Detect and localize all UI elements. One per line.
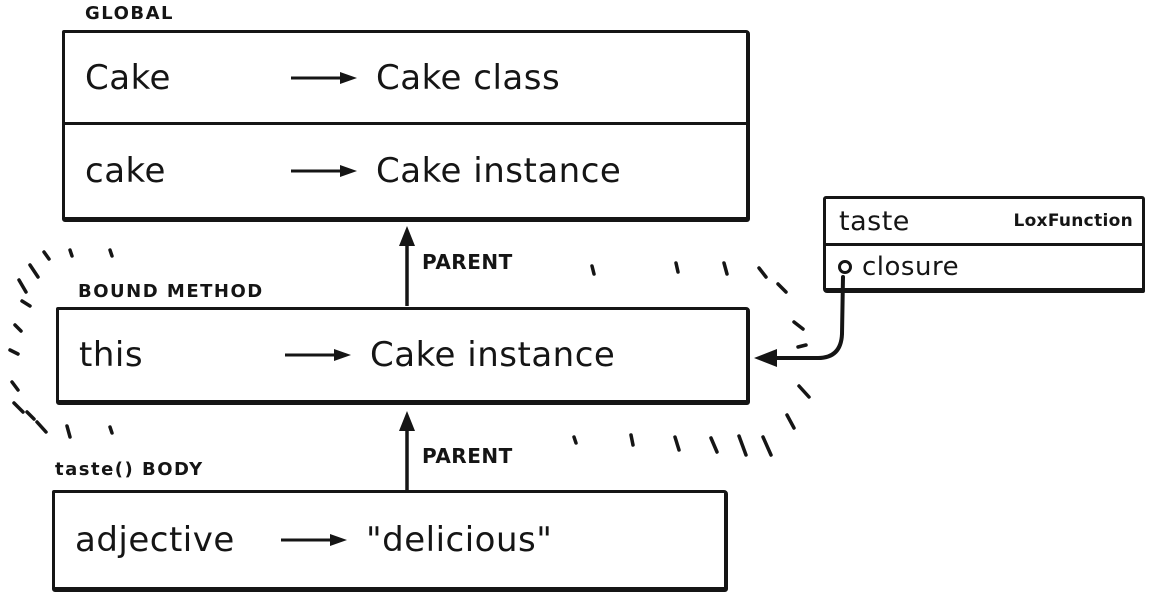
parent-arrow [399,411,415,492]
env-row: Cake Cake class [65,33,746,125]
right-arrow-icon [291,71,357,84]
right-arrow-icon [285,349,351,361]
variable-name: cake [85,151,166,191]
env-row: this Cake instance [59,310,746,400]
environment-box-bound-method: this Cake instance [56,307,750,405]
function-field-row: closure [826,246,1142,288]
env-row: adjective "delicious" [55,493,724,587]
variable-name: adjective [75,520,235,560]
variable-value: "delicious" [366,520,553,560]
environment-box-global: Cake Cake class cake Cake instance [62,30,750,222]
environment-label-taste-body: taste() BODY [55,459,204,480]
variable-value: Cake class [376,57,561,98]
right-arrow-icon [291,165,357,177]
variable-value: Cake instance [376,151,622,191]
env-row: cake Cake instance [65,125,746,217]
right-arrow-icon [281,534,347,546]
parent-edge-label: PARENT [422,250,513,274]
parent-edge-label: PARENT [422,444,513,468]
closure-port-icon [838,260,852,274]
environment-box-taste-body: adjective "delicious" [52,490,728,592]
variable-value: Cake instance [370,335,616,375]
variable-name: Cake [85,57,171,98]
parent-arrow [399,226,415,306]
function-name: taste [839,205,910,237]
function-type-badge: LoxFunction [1013,211,1133,231]
function-box-taste: taste LoxFunction closure [823,196,1145,293]
closure-field-label: closure [862,252,960,282]
environment-label-bound-method: BOUND METHOD [78,281,264,302]
environment-label-global: GLOBAL [85,3,175,24]
variable-name: this [79,335,144,375]
function-box-header: taste LoxFunction [826,199,1142,246]
